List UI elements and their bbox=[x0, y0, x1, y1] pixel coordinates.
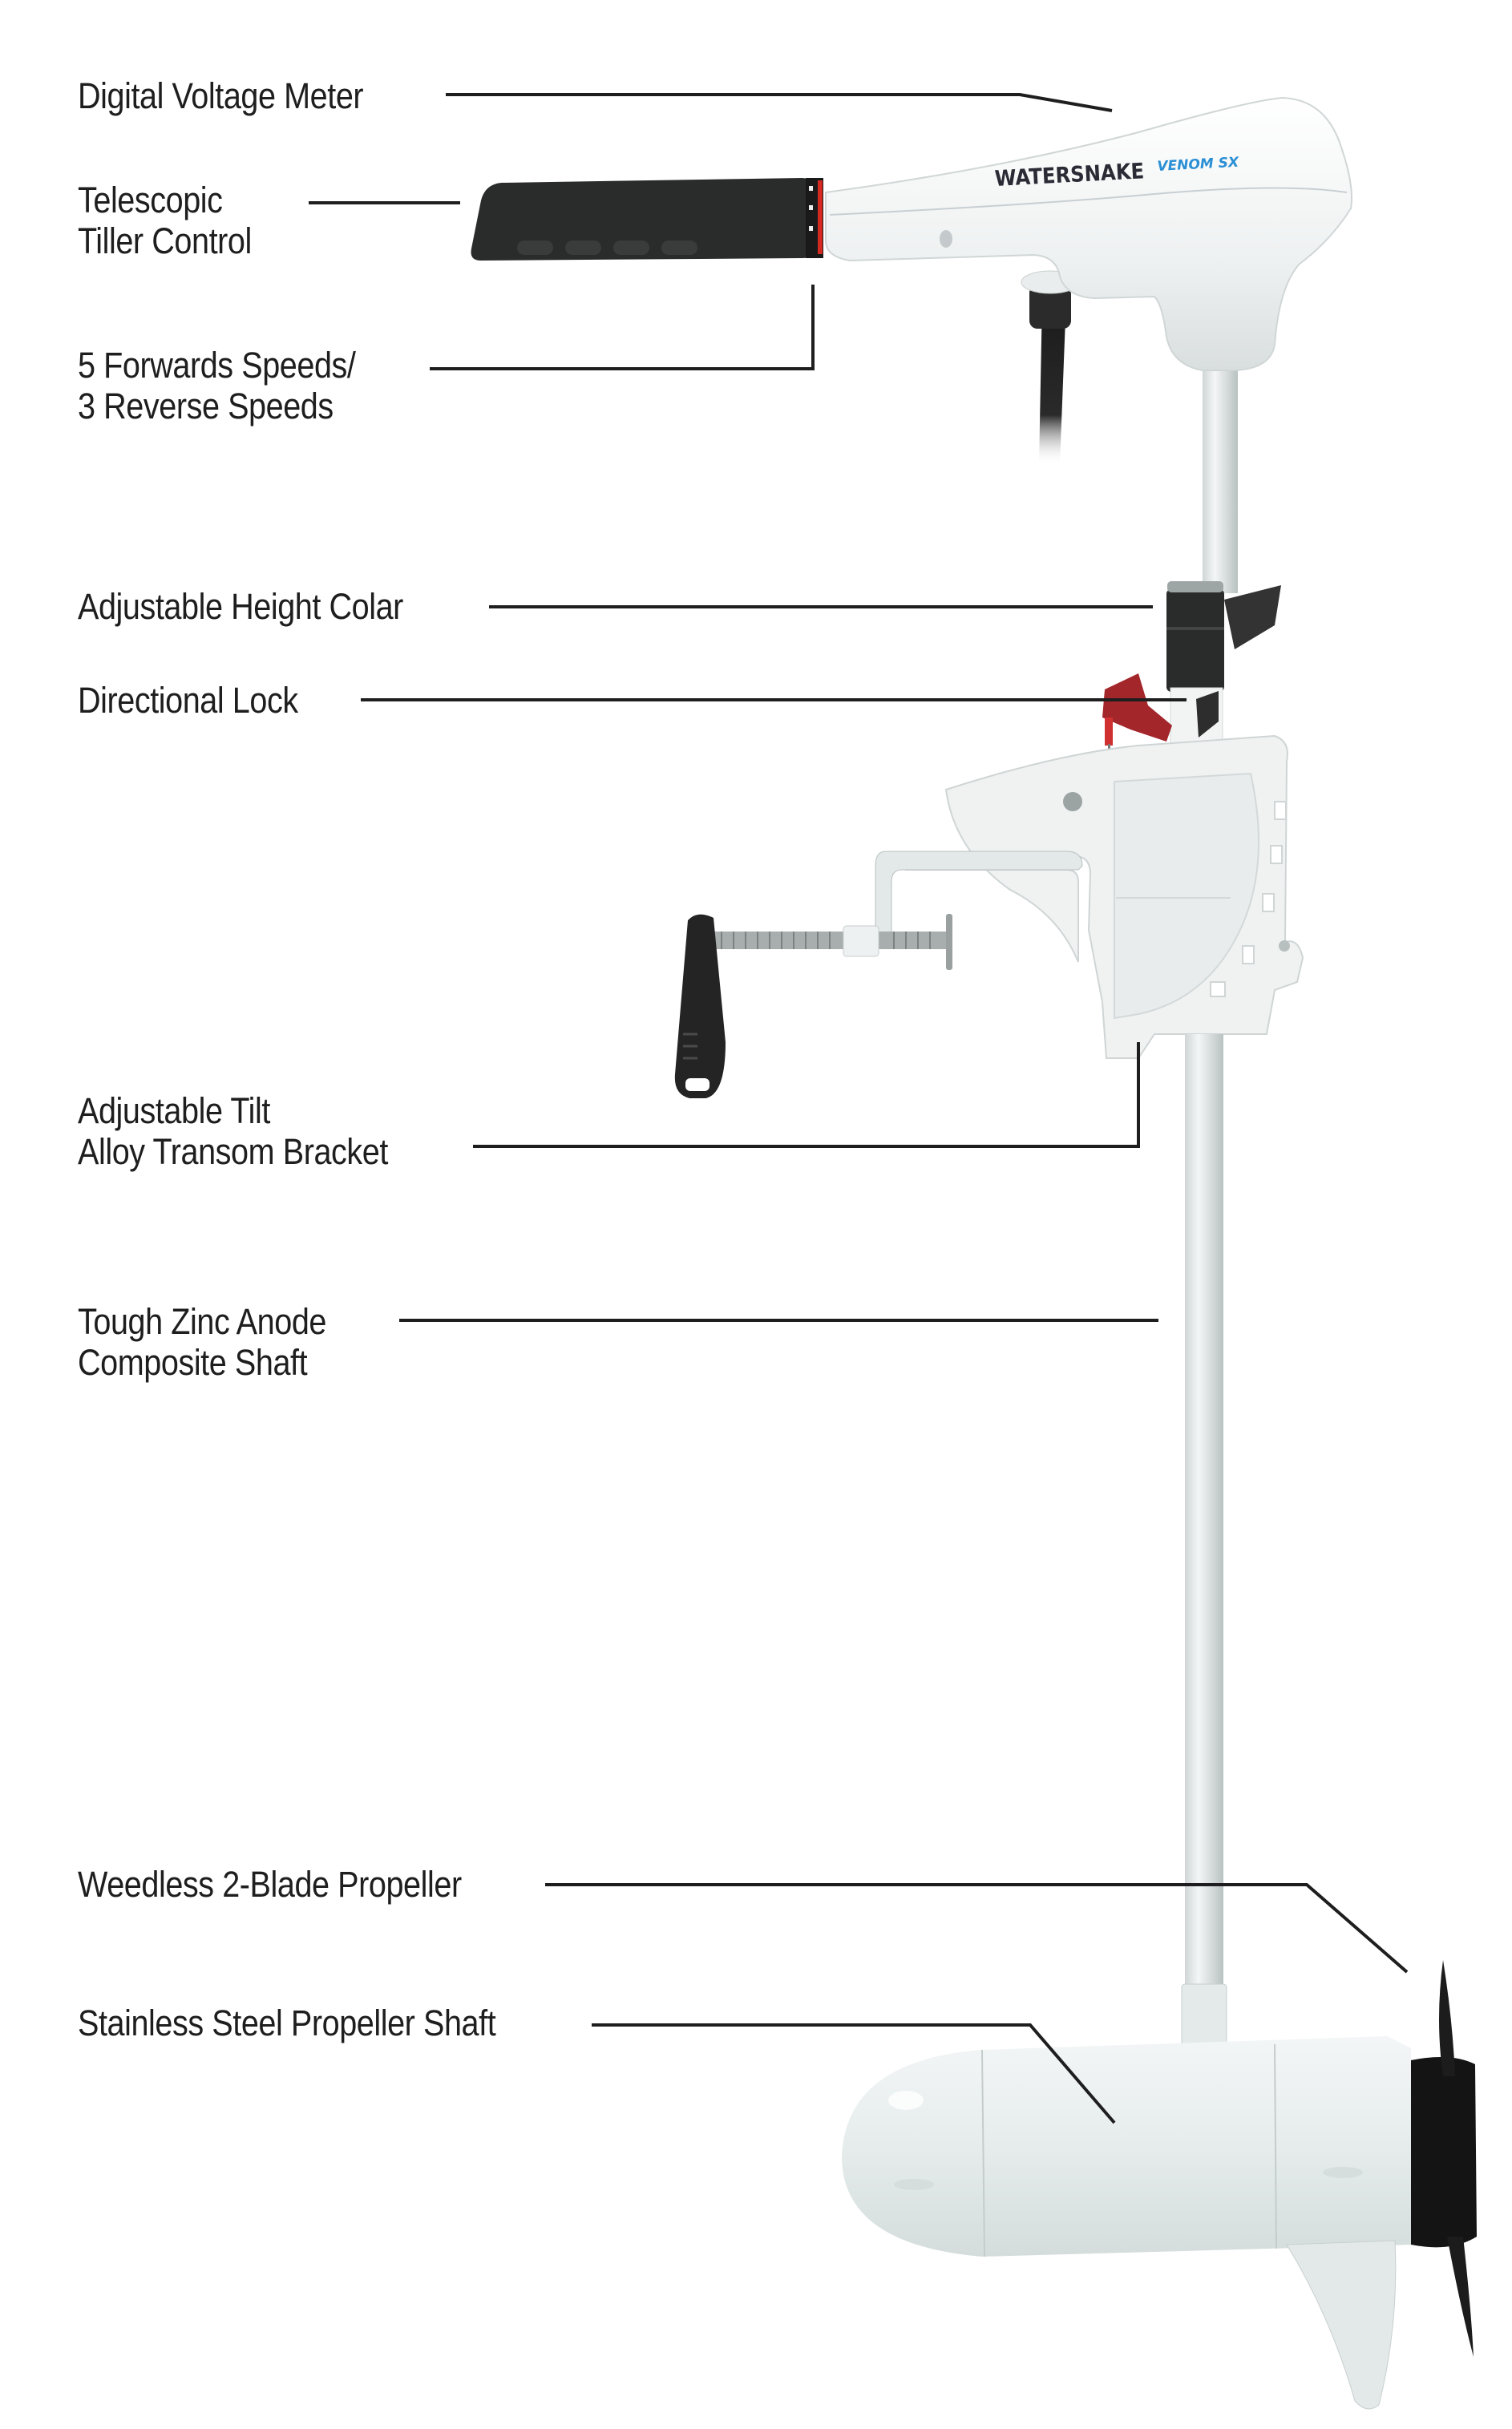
skeg bbox=[1286, 2240, 1397, 2410]
callout-telescopic-tiller-control: Telescopic Tiller Control bbox=[78, 180, 252, 261]
callout-directional-lock: Directional Lock bbox=[78, 680, 298, 721]
leader-propeller bbox=[545, 1883, 1409, 1974]
callout-speeds: 5 Forwards Speeds/ 3 Reverse Speeds bbox=[78, 345, 356, 426]
callout-transom-bracket: Adjustable Tilt Alloy Transom Bracket bbox=[78, 1090, 388, 1172]
leader-voltage bbox=[446, 93, 1113, 112]
leader-prop-shaft bbox=[592, 2023, 1116, 2124]
lower-shaft bbox=[1185, 1034, 1223, 1996]
transom-clamp bbox=[674, 851, 1083, 1098]
power-cable bbox=[1021, 270, 1080, 465]
callout-adjustable-height-colar: Adjustable Height Colar bbox=[78, 586, 403, 627]
callout-weedless-propeller: Weedless 2-Blade Propeller bbox=[78, 1864, 462, 1905]
motor-pod bbox=[842, 2036, 1413, 2257]
callout-digital-voltage-meter: Digital Voltage Meter bbox=[78, 75, 364, 116]
callout-composite-shaft: Tough Zinc Anode Composite Shaft bbox=[78, 1301, 326, 1383]
height-collar bbox=[1166, 581, 1281, 692]
transom-bracket bbox=[905, 734, 1304, 1059]
upper-shaft bbox=[1203, 353, 1238, 593]
tiller-head bbox=[825, 96, 1352, 371]
leader-bracket bbox=[473, 1042, 1140, 1148]
callout-stainless-propeller-shaft: Stainless Steel Propeller Shaft bbox=[78, 2003, 496, 2043]
leader-lines bbox=[309, 93, 1409, 2124]
leader-speeds bbox=[430, 285, 815, 370]
tiller-grip bbox=[471, 178, 823, 261]
propeller bbox=[1411, 1960, 1477, 2357]
